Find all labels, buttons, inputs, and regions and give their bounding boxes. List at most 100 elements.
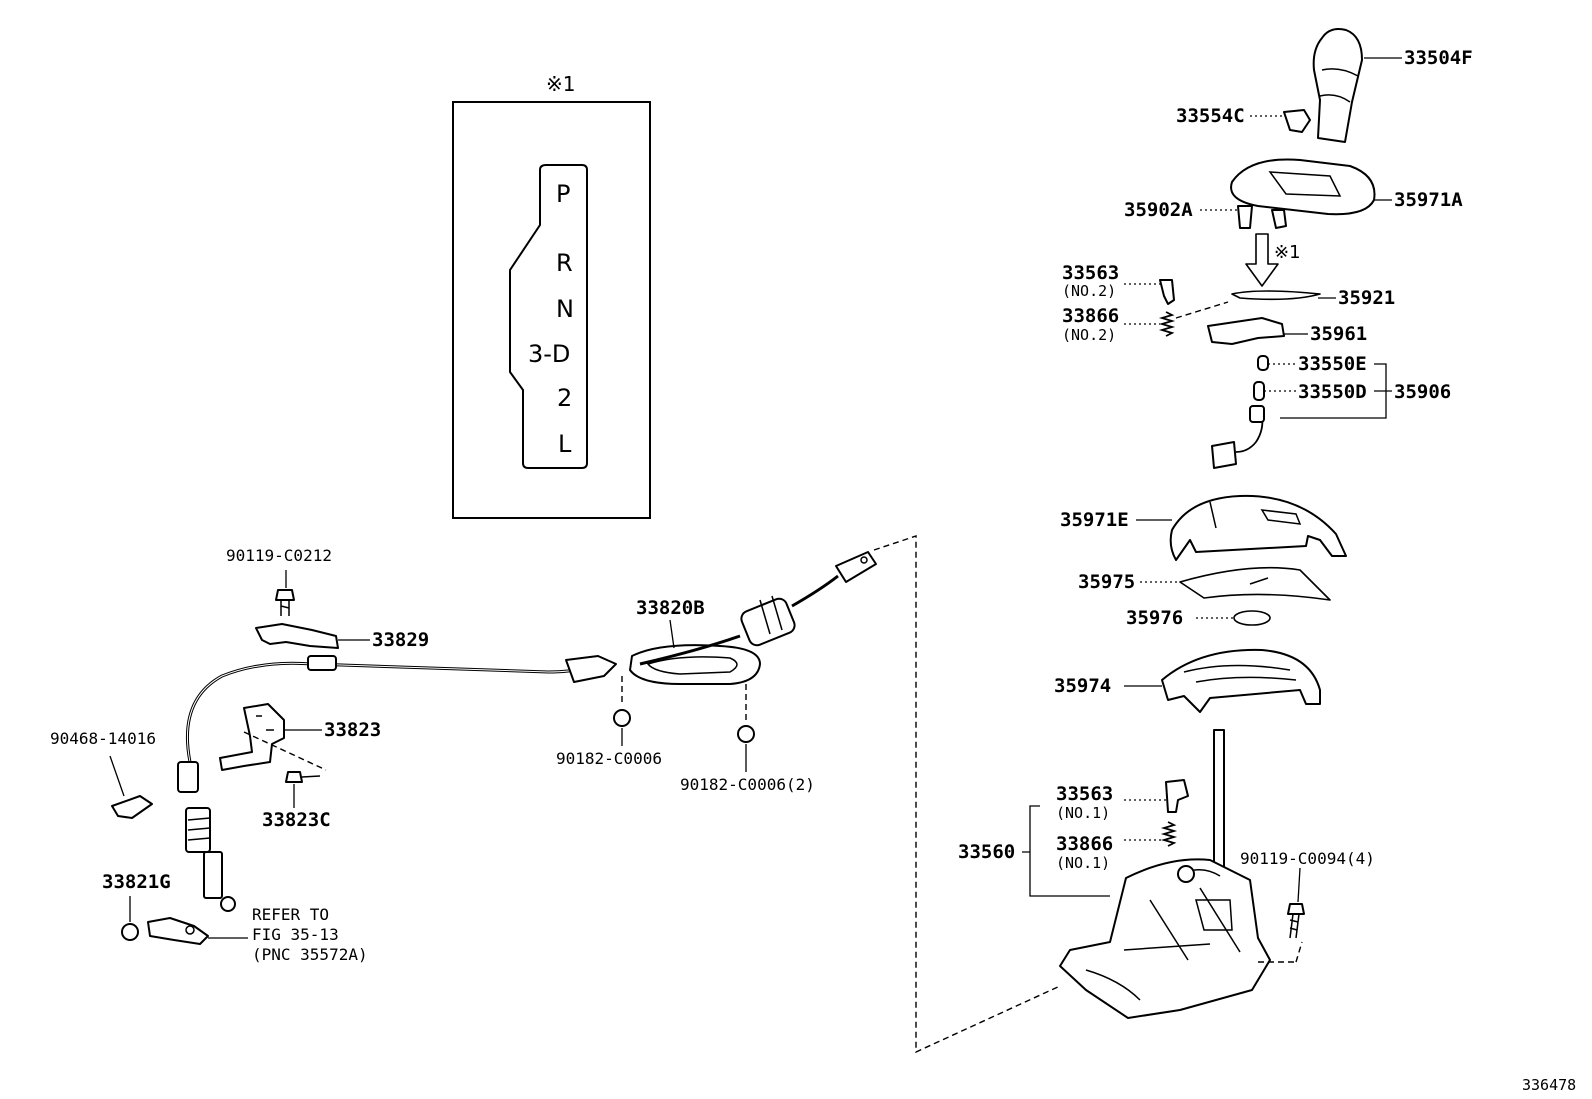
cable-end-sleeve1 — [177, 761, 199, 793]
dash-spring-plate — [1175, 301, 1229, 319]
cable-boot — [740, 597, 796, 647]
bulb-33550E[interactable] — [1257, 355, 1269, 371]
bolt-shank-33823c — [301, 775, 321, 778]
label-33823C: 33823C — [262, 809, 331, 831]
shift-knob[interactable] — [1312, 28, 1363, 143]
label-33504F: 33504F — [1404, 47, 1473, 69]
refer-line3: (PNC 35572A) — [252, 945, 368, 964]
bolt-head-33823c — [285, 771, 303, 783]
disc-35976[interactable] — [1233, 610, 1271, 626]
cable-end-right-hole — [860, 556, 868, 564]
cable-to-end — [791, 574, 839, 608]
label-90119-C0094: 90119-C0094(4) — [1240, 849, 1375, 868]
spring-no1[interactable] — [1160, 821, 1178, 847]
label-33560: 33560 — [958, 841, 1015, 863]
refer-line1: REFER TO — [252, 905, 329, 924]
clip-35902A[interactable] — [1237, 205, 1253, 229]
cable-grommet — [307, 655, 337, 671]
nut-33821G[interactable] — [121, 923, 139, 941]
label-35971A: 35971A — [1394, 189, 1463, 211]
label-no2b: (NO.2) — [1062, 326, 1116, 344]
cable-bracket-33820B[interactable] — [629, 644, 761, 685]
bolt-head-c0212 — [275, 589, 295, 601]
figure-code: 336478 — [1522, 1076, 1576, 1094]
bulb-socket-wire[interactable] — [1235, 415, 1264, 453]
label-33550E: 33550E — [1298, 353, 1367, 375]
cable-end-rod — [203, 851, 223, 899]
bulb-33550D[interactable] — [1253, 381, 1265, 401]
gate-n: N — [556, 295, 574, 323]
label-33866b: 33866 — [1056, 833, 1113, 855]
shift-cable-inner — [186, 662, 585, 763]
inset-frame — [452, 101, 651, 519]
label-35971E: 35971E — [1060, 509, 1129, 531]
label-no1b: (NO.1) — [1056, 854, 1110, 872]
dash-base-bolt — [1295, 941, 1303, 963]
cable-clamp-mid — [565, 655, 617, 683]
label-33563b: 33563 — [1056, 783, 1113, 805]
gate-3d: 3-D — [528, 340, 570, 368]
cover-35974-detail — [1183, 664, 1297, 683]
label-90182-b: 90182-C0006(2) — [680, 775, 815, 794]
cover-35971E[interactable] — [1169, 494, 1347, 561]
leader-33820B — [669, 619, 675, 649]
clamp-33829[interactable] — [255, 623, 339, 649]
gate-p: P — [556, 180, 570, 208]
knob-button[interactable] — [1283, 109, 1311, 133]
label-90182-a: 90182-C0006 — [556, 749, 662, 768]
bolt-90119-C0212[interactable] — [275, 589, 295, 616]
dash-bracket-33823 — [243, 731, 327, 771]
bolt-thread-c0094 — [1289, 913, 1300, 939]
lock-pin-no1[interactable] — [1165, 779, 1189, 813]
label-33820B: 33820B — [636, 597, 705, 619]
label-35902A: 35902A — [1124, 199, 1193, 221]
cable-boot-rings — [759, 595, 783, 635]
gate-l: L — [558, 430, 572, 458]
bolt-33823C[interactable] — [285, 771, 321, 783]
label-35974: 35974 — [1054, 675, 1111, 697]
leader-90468 — [109, 755, 125, 797]
lock-pin-no2[interactable] — [1159, 279, 1175, 305]
refer-line2: FIG 35-13 — [252, 925, 339, 944]
label-33554C: 33554C — [1176, 105, 1245, 127]
nut-90182-C0006[interactable] — [613, 709, 631, 727]
cable-to-boot — [639, 634, 741, 666]
bolt-thread-c0212 — [280, 600, 290, 616]
nut-90182-C0006-2[interactable] — [737, 725, 755, 743]
cable-end-right[interactable] — [835, 551, 877, 583]
indicator-plate[interactable] — [1231, 290, 1321, 301]
lever-link-hole — [185, 925, 195, 935]
shift-lever-base[interactable] — [1059, 729, 1271, 1019]
shift-knob-detail — [1319, 68, 1359, 103]
label-33829: 33829 — [372, 629, 429, 651]
lever-base-pivot — [1177, 865, 1195, 883]
label-33866a: 33866 — [1062, 305, 1119, 327]
leader-90119-C0094 — [1297, 867, 1301, 903]
label-no1a: (NO.1) — [1056, 804, 1110, 822]
label-33550D: 33550D — [1298, 381, 1367, 403]
plate-35975[interactable] — [1179, 566, 1331, 601]
bracket-33823[interactable] — [219, 703, 285, 771]
clip-90468-14016[interactable] — [111, 795, 153, 819]
gate-r: R — [556, 249, 573, 277]
cable-bracket-33820B-inner — [646, 656, 738, 675]
gate-2: 2 — [557, 384, 572, 412]
bulb-socket — [1249, 405, 1265, 423]
indicator-housing-window — [1268, 171, 1342, 197]
label-33823: 33823 — [324, 719, 381, 741]
lever-link[interactable] — [147, 917, 209, 945]
plate-35975-mark — [1249, 577, 1269, 585]
spring-no2[interactable] — [1158, 311, 1176, 337]
dash-cable-to-base — [873, 535, 1061, 1054]
bracket-33823-hole — [256, 715, 274, 731]
slider-35961[interactable] — [1207, 317, 1285, 345]
label-35961: 35961 — [1310, 323, 1367, 345]
cover-35974[interactable] — [1161, 648, 1321, 713]
label-35906: 35906 — [1394, 381, 1451, 403]
cover-35971E-detail — [1209, 501, 1302, 529]
label-33563a: 33563 — [1062, 262, 1119, 284]
bolt-90119-C0094[interactable] — [1287, 903, 1305, 939]
cable-end-eye — [220, 896, 236, 912]
cable-end-left[interactable] — [177, 761, 236, 912]
